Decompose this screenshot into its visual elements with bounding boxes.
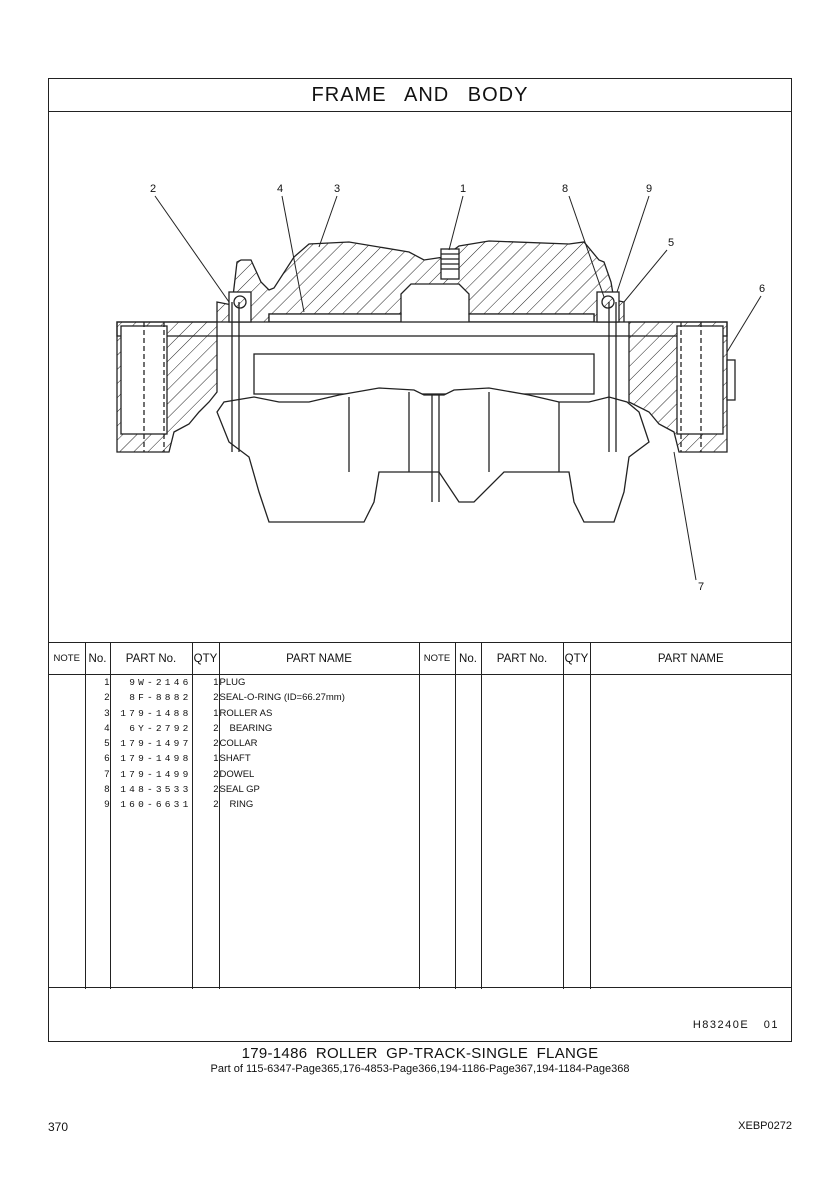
quantity: 2 (213, 738, 219, 750)
part-number: 9W-2146 (129, 677, 192, 688)
quantity: 2 (213, 692, 219, 704)
table-row: 3 (104, 707, 110, 719)
header-note-right: NOTE (418, 642, 455, 675)
part-name: SEAL GP (219, 784, 260, 796)
part-name: SHAFT (219, 753, 251, 765)
qty-column: 1 2 1 2 2 1 2 2 2 (191, 674, 219, 989)
caption: 179-1486 ROLLER GP-TRACK-SINGLE FLANGE P… (48, 1045, 792, 1075)
quantity: 1 (213, 707, 219, 719)
part-name-column-right (589, 674, 791, 989)
callout-7: 7 (698, 581, 704, 593)
table-row: 1 (104, 677, 110, 688)
part-name: SEAL-O-RING (ID=66.27mm) (219, 692, 345, 704)
parts-table-header: NOTE No. PART No. QTY PART NAME NOTE No.… (49, 642, 791, 675)
header-part-no-right: PART No. (480, 642, 563, 675)
part-number: 179-1499 (120, 768, 192, 780)
document-code: XEBP0272 (738, 1120, 792, 1132)
catalog-frame: FRAME AND BODY (48, 78, 792, 1042)
quantity: 2 (213, 784, 219, 796)
table-row: 6 (104, 753, 110, 765)
part-name: BEARING (229, 722, 273, 734)
page-number: 370 (48, 1120, 69, 1134)
part-number: 8F-8882 (129, 692, 192, 704)
quantity: 2 (213, 799, 219, 811)
table-row: 4 (104, 722, 110, 734)
table-row: 9 (104, 799, 110, 811)
header-qty-right: QTY (562, 642, 590, 675)
quantity: 1 (213, 753, 219, 765)
part-number: 148-3533 (120, 784, 192, 796)
parts-table: NOTE No. PART No. QTY PART NAME NOTE No.… (49, 642, 791, 989)
part-number: 179-1488 (120, 707, 192, 719)
callout-4: 4 (277, 183, 283, 195)
callout-9: 9 (646, 183, 652, 195)
header-no-right: No. (454, 642, 481, 675)
table-row: 5 (104, 738, 110, 750)
header-no: No. (84, 642, 110, 675)
table-row: 8 (104, 784, 110, 796)
part-name: PLUG (219, 677, 246, 688)
callout-1: 1 (460, 183, 466, 195)
illustration-ref-band: H83240E 01 (49, 987, 791, 1041)
part-name: COLLAR (219, 738, 258, 750)
callout-5: 5 (668, 237, 674, 249)
qty-column-right (562, 674, 590, 989)
quantity: 2 (213, 768, 219, 780)
header-qty: QTY (191, 642, 219, 675)
part-number: 179-1497 (120, 738, 192, 750)
roller-illustration: 2 4 3 1 8 9 5 6 7 (116, 183, 765, 593)
part-name: ROLLER AS (219, 707, 273, 719)
no-column-right (454, 674, 481, 989)
part-name: RING (229, 799, 254, 811)
part-no-column: 9W-2146 8F-8882 179-1488 6Y-2792 179-149… (109, 674, 192, 989)
callout-6: 6 (759, 283, 765, 295)
part-no-column-right (480, 674, 563, 989)
part-number: 179-1498 (120, 753, 192, 765)
header-part-name: PART NAME (218, 642, 419, 675)
quantity: 2 (213, 722, 219, 734)
group-title: 179-1486 ROLLER GP-TRACK-SINGLE FLANGE (241, 1045, 599, 1062)
note-column-right (418, 674, 455, 989)
parts-table-body: 1 2 3 4 5 6 7 8 9 9W-2146 8F-8882 179-14… (49, 674, 791, 990)
group-references: Part of 115-6347-Page365,176-4853-Page36… (210, 1063, 630, 1075)
page-title: FRAME AND BODY (49, 79, 791, 112)
callout-8: 8 (562, 183, 568, 195)
part-name: DOWEL (219, 768, 255, 780)
table-row: 7 (104, 768, 110, 780)
note-column (49, 675, 85, 990)
illustration-ref: H83240E 01 (692, 1019, 779, 1031)
part-name-column: PLUG SEAL-O-RING (ID=66.27mm) ROLLER AS … (218, 674, 419, 989)
part-number: 6Y-2792 (129, 722, 192, 734)
callout-3: 3 (334, 183, 340, 195)
no-column: 1 2 3 4 5 6 7 8 9 (84, 674, 110, 989)
header-part-name-right: PART NAME (589, 642, 791, 675)
callout-2: 2 (150, 183, 156, 195)
header-note: NOTE (49, 642, 85, 675)
quantity: 1 (213, 677, 219, 688)
header-part-no: PART No. (109, 642, 192, 675)
table-row: 2 (104, 692, 110, 704)
part-number: 160-6631 (120, 799, 192, 811)
